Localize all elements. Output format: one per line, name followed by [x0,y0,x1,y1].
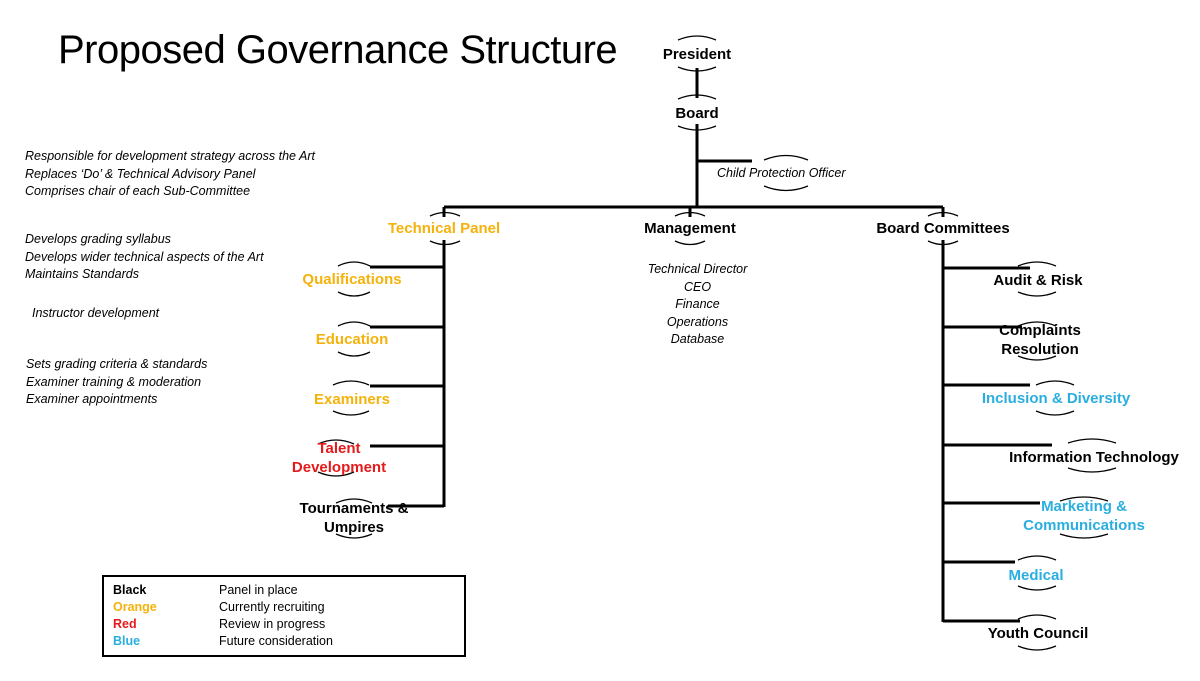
note-line: Develops grading syllabus [25,232,171,246]
note-qualifications: Develops grading syllabus Develops wider… [25,231,264,284]
management-role: Operations [666,314,729,329]
node-youth-council: Youth Council [968,624,1108,643]
node-line: Medical [1008,567,1064,584]
node-line: Talent [317,440,361,457]
node-education: Education [282,330,422,349]
legend: Black Panel in place Orange Currently recr… [102,575,466,657]
node-line: Resolution [1001,341,1079,358]
node-line: Marketing & [1041,498,1127,515]
node-line: Audit & Risk [993,272,1083,289]
node-line: Information Technology [1009,449,1179,466]
node-management: Management [644,220,736,237]
node-line: Qualifications [302,271,402,288]
note-line: Develops wider technical aspects of the … [25,249,264,264]
node-line: Umpires [323,519,385,536]
node-talent-development: Talent Development [269,439,409,477]
node-arc-decorations [317,35,1117,651]
legend-desc: Panel in place [219,583,298,597]
node-tournaments-umpires: Tournaments & Umpires [284,499,424,537]
legend-key: Black [113,583,147,597]
node-qualifications: Qualifications [282,270,422,289]
node-marketing-communications: Marketing & Communications [1010,497,1158,535]
legend-desc: Currently recruiting [219,600,325,614]
legend-key: Blue [113,634,141,648]
node-line: Inclusion & Diversity [981,390,1131,407]
node-line: Tournaments & [299,500,409,517]
node-line: Examiners [314,391,390,408]
note-line: Instructor development [32,306,160,320]
management-role: CEO [683,279,712,294]
node-line: Youth Council [987,625,1089,642]
note-technical-panel: Responsible for development strategy acr… [25,148,315,201]
note-line: Responsible for development strategy acr… [25,149,315,163]
note-line: Examiner appointments [26,392,158,406]
node-complaints-resolution: Complaints Resolution [990,321,1090,359]
note-line: Sets grading criteria & standards [26,357,208,371]
note-line: Replaces ‘Do’ & Technical Advisory Panel [25,166,256,181]
management-role: Database [670,332,725,346]
legend-row-orange: Orange Currently recruiting [113,599,325,616]
management-roles: Technical Director CEO Finance Operation… [620,261,775,349]
node-medical: Medical [986,566,1086,585]
node-technical-panel: Technical Panel [387,220,501,237]
node-line: Complaints [999,322,1081,339]
legend-row-red: Red Review in progress [113,616,325,633]
node-board-committees: Board Committees [876,220,1010,237]
legend-row-black: Black Panel in place [113,582,298,599]
note-education: Instructor development [32,305,159,323]
legend-key: Orange [113,600,157,614]
node-line: Development [291,459,387,476]
management-role: Finance [675,297,720,311]
note-line: Maintains Standards [25,267,139,281]
node-information-technology: Information Technology [1004,448,1184,467]
legend-key: Red [113,617,137,631]
note-examiners: Sets grading criteria & standards Examin… [26,356,207,409]
legend-desc: Future consideration [219,634,333,648]
node-president: President [662,46,732,63]
note-line: Comprises chair of each Sub-Committee [25,184,251,198]
node-line: Education [315,331,389,348]
node-audit-risk: Audit & Risk [968,271,1108,290]
node-examiners: Examiners [282,390,422,409]
note-line: Examiner training & moderation [26,374,202,389]
page-title: Proposed Governance Structure [58,28,618,72]
node-line: Communications [1023,517,1145,534]
node-inclusion-diversity: Inclusion & Diversity [970,389,1142,408]
management-role: Technical Director [647,262,748,276]
node-child-protection-officer: Child Protection Officer [717,166,846,180]
legend-row-blue: Blue Future consideration [113,633,333,650]
legend-desc: Review in progress [219,617,326,631]
node-board: Board [675,105,719,122]
